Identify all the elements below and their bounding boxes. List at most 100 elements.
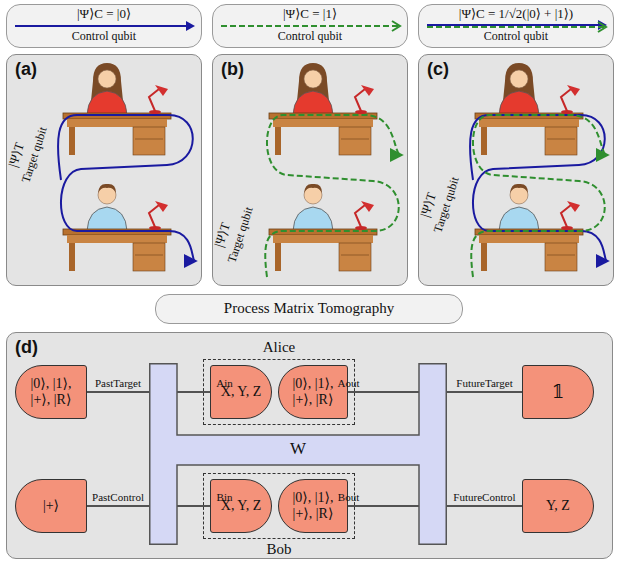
desk-front [67,119,167,127]
wire-label: Bout [338,491,359,503]
drawer-line [547,255,575,256]
wire-label: PastTarget [95,377,141,389]
drawer-line [135,255,163,256]
person-body [87,91,127,115]
control-banner: |Ψ⟩C = |1⟩Control qubit [212,4,408,48]
lamp-shade [361,85,374,96]
label-text: Alice [204,339,354,356]
section-banner: Process Matrix Tomography [155,294,463,324]
person-body [499,207,539,231]
hair [304,184,322,193]
label-text: Control qubit [213,30,407,44]
preparation-box: |+⟩ [15,479,87,533]
desk-leg [69,127,75,155]
desk-front [67,235,167,243]
wire-label: FutureControl [453,491,515,503]
control-arrow-line [427,26,604,28]
wire-connector [447,391,522,393]
label-text: (b) [221,59,244,80]
person-head [304,70,322,88]
label-text: |0⟩, |1⟩, |+⟩, |R⟩ [283,376,343,408]
desk-front [273,119,373,127]
wire-label: Bin [217,491,233,503]
control-banner: |Ψ⟩C = |0⟩ Control qubit [6,4,202,48]
control-arrow-line [221,25,398,27]
label-text: Control qubit [7,30,201,44]
desk-leg [481,243,487,271]
desk-leg [481,127,487,155]
target-qubit-path [58,115,195,261]
target-qubit-path [470,115,607,261]
party-box: AliceX, Y, Z|0⟩, |1⟩, |+⟩, |R⟩ [203,359,355,425]
hair [510,184,528,193]
label-text: |0⟩, |1⟩, |+⟩, |R⟩ [283,490,343,522]
desk-leg [275,127,281,155]
desk-leg [69,243,75,271]
lamp-arm [561,205,571,227]
wire-label: Ain [216,377,233,389]
wire-label: FutureTarget [456,377,512,389]
lamp-arm [561,89,571,111]
desk-leg [275,243,281,271]
party-box: BobX, Y, Z|0⟩, |1⟩, |+⟩, |R⟩ [203,473,355,539]
control-arrow-head [392,21,400,31]
lamp-shade [155,85,168,96]
desk-cabinet [545,127,577,155]
hair [98,184,116,193]
lamp-shade [567,201,580,212]
lamp-arm [149,89,159,111]
label-text: (d) [15,337,38,358]
label-text: (a) [15,59,37,80]
drawer-line [547,139,575,140]
control-banner: |Ψ⟩C = 1/√2(|0⟩ + |1⟩)Control qubit [418,4,614,48]
desk-cabinet [339,127,371,155]
desk-cabinet [133,127,165,155]
desk-front [479,235,579,243]
person-body [87,207,127,231]
label-text: |Ψ⟩C = |0⟩ [7,7,201,22]
drawer-line [341,139,369,140]
measurement-box: X, Y, Z [210,365,272,419]
label-text: Y, Z [546,498,570,514]
preparation-box: |0⟩, |1⟩, |+⟩, |R⟩ [278,365,348,419]
desk-cabinet [133,243,165,271]
wire-label: PastControl [92,491,144,503]
target-qubit-path [265,115,401,277]
wire-label: Aout [338,377,360,389]
wire-connector [87,391,149,393]
person-body [499,91,539,115]
preparation-box: |0⟩, |1⟩, |+⟩, |R⟩ [15,365,87,419]
measurement-box: X, Y, Z [210,479,272,533]
scenario-panel: (a)|Ψ⟩TTarget qubit [6,54,202,286]
label-text: |0⟩, |1⟩, |+⟩, |R⟩ [20,376,82,408]
label-text: |+⟩ [43,498,59,514]
drawer-line [341,255,369,256]
lamp-arm [355,89,365,111]
label-text: 𝟙 [552,382,565,403]
lamp-shade [567,85,580,96]
control-arrow-line [15,25,188,27]
wire-connector [87,505,149,507]
desk-front [273,235,373,243]
drawer-line [135,139,163,140]
lamp-shade [155,201,168,212]
scene-illustration [419,55,612,284]
control-arrow-head [186,21,195,31]
person-head [510,70,528,88]
tomography-panel: (d) |0⟩, |1⟩, |+⟩, |R⟩ Alice X, Y, Z |0⟩, |1… [6,332,613,559]
preparation-box: |0⟩, |1⟩, |+⟩, |R⟩ [278,479,348,533]
label-text: Process Matrix Tomography [224,300,394,317]
desk-cabinet [545,243,577,271]
label-text: |Ψ⟩C = 1/√2(|0⟩ + |1⟩) [419,7,613,22]
person-body [293,91,333,115]
label-text: W [149,439,447,459]
lamp-arm [355,205,365,227]
label-text: Bob [204,541,354,558]
desk-cabinet [339,243,371,271]
label-text: (c) [427,59,449,80]
lamp-shade [361,201,374,212]
scenario-panel: (c)|Ψ⟩TTarget qubit [418,54,614,286]
process-matrix-outline [150,364,447,545]
measurement-box: 𝟙 [522,365,594,419]
